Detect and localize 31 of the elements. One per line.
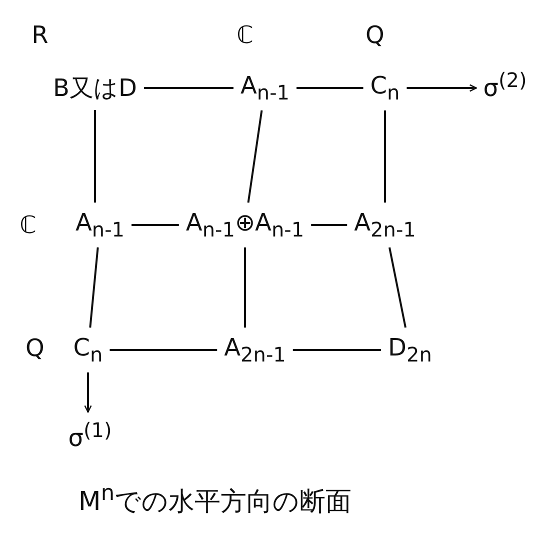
math-term: σ$^{(1)}$ (65, 416, 115, 454)
arrow (406, 84, 477, 92)
connector-line (247, 110, 263, 203)
math-term: A$_{2n-1}$ (351, 206, 419, 244)
column-header: Q (364, 20, 386, 51)
row-header: ℂ (18, 210, 38, 241)
row-header: Q (24, 333, 46, 364)
math-term: C$_{n}$ (70, 332, 106, 368)
math-term: C$_{n}$ (367, 70, 403, 106)
connector-line (132, 224, 179, 226)
caption: M$^{n}$での水平方向の断面 (77, 480, 353, 519)
math-term: σ$^{(2)}$ (480, 66, 530, 104)
math-term: A$_{2n-1}$ (221, 332, 289, 368)
connector-line (89, 247, 99, 328)
arrow (84, 372, 92, 413)
connector-line (384, 110, 386, 203)
connector-line (244, 247, 246, 328)
column-header: ℂ (236, 20, 254, 51)
math-term: B又はD (50, 70, 140, 106)
math-term: A$_{n-1}$ (72, 206, 128, 244)
connector-line (296, 87, 364, 89)
connector-line (110, 349, 218, 351)
connector-line (388, 247, 406, 328)
math-term: A$_{n-1}$⊕A$_{n-1}$ (182, 206, 308, 244)
connector-line (144, 87, 234, 89)
math-term: A$_{n-1}$ (237, 70, 293, 106)
column-header: R (30, 20, 50, 51)
math-term: D$_{2n}$ (385, 332, 435, 368)
connector-line (311, 224, 348, 226)
connector-line (292, 349, 382, 351)
connector-line (94, 110, 96, 203)
